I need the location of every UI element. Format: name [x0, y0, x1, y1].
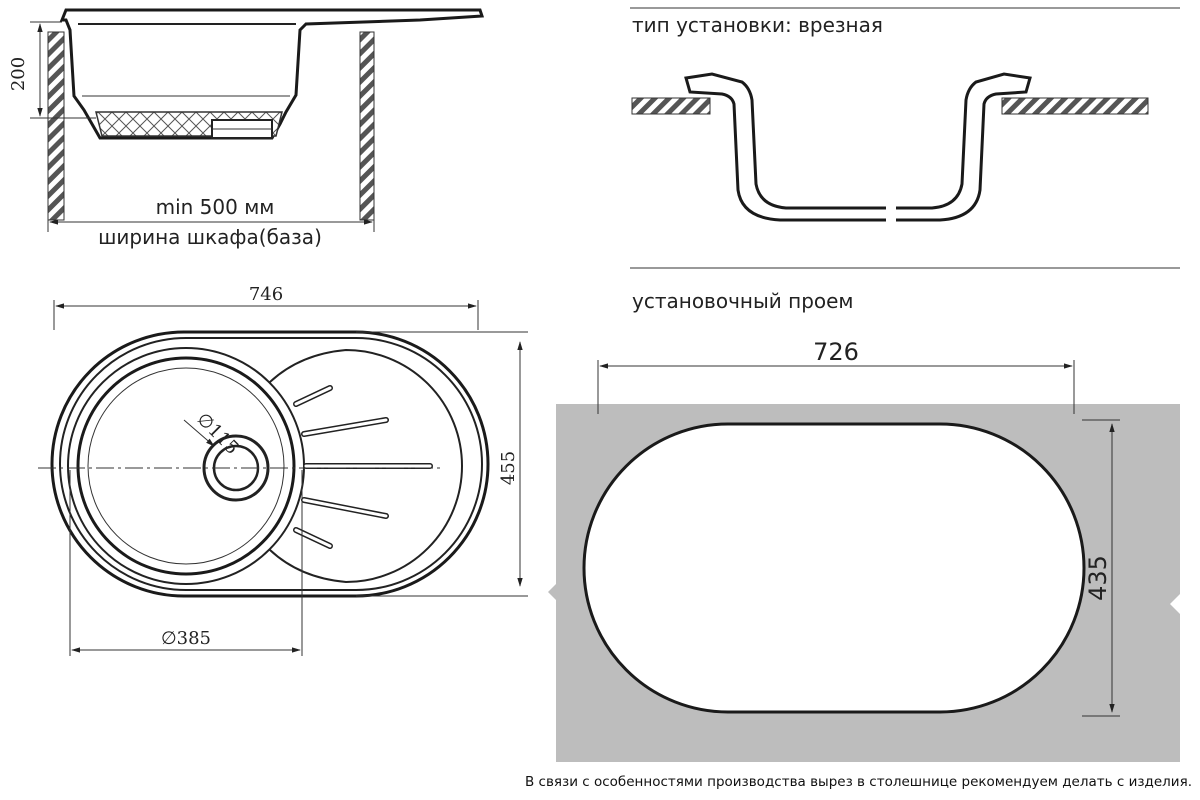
drainboard-edge [269, 348, 463, 584]
cutout-opening [582, 422, 1086, 714]
install-type-title: тип установки: врезная [632, 13, 883, 37]
bowl-diameter-label: ∅385 [161, 628, 211, 649]
cabinet-wall-right [359, 31, 375, 221]
top-width-label: 746 [249, 284, 283, 305]
sink-section-left [684, 72, 886, 222]
side-view: 200 min 500 мм ширина шкафа(база) [8, 8, 485, 249]
top-height-label: 455 [498, 451, 519, 485]
sink-profile [59, 8, 485, 140]
cabinet-wall-left [47, 31, 65, 221]
drain-ribs [293, 385, 433, 549]
cutout-section: установочный проем 726 435 [548, 267, 1180, 762]
min-width-label: min 500 мм [156, 195, 275, 219]
main-bowl [76, 356, 296, 576]
top-view: ∅115 746 455 ∅385 [38, 284, 528, 656]
cutout-title: установочный проем [632, 289, 854, 313]
sink-section-right [896, 72, 1032, 222]
side-height-label: 200 [8, 57, 29, 91]
cabinet-width-label: ширина шкафа(база) [98, 225, 322, 249]
footer-note: В связи с особенностями производства выр… [525, 774, 1192, 790]
cutout-height-label: 435 [1084, 555, 1112, 601]
countertop-right [1001, 97, 1149, 115]
install-type-section: тип установки: врезная [630, 7, 1180, 222]
countertop-left [631, 97, 711, 115]
cutout-width-label: 726 [813, 338, 859, 366]
